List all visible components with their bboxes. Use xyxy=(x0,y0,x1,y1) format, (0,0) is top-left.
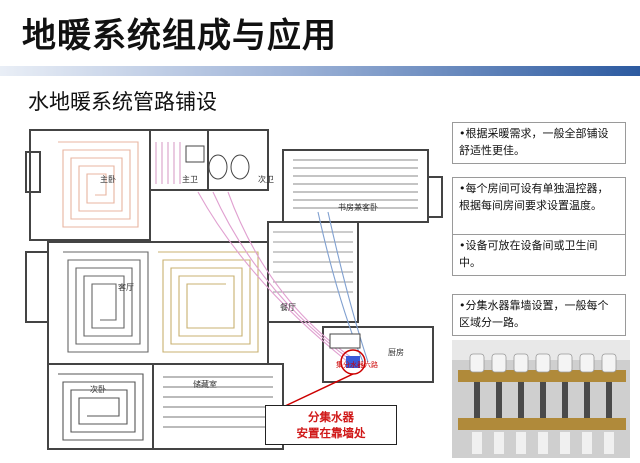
manifold-label: 集分水器六路 xyxy=(336,361,378,369)
floor-plan: 主卧 主卫 次卫 书房兼客卧 客厅 餐厅 厨房 次卧 储藏室 xyxy=(18,122,443,457)
room-label-master-bedroom: 主卧 xyxy=(100,175,116,184)
room-label-study: 书房兼客卧 xyxy=(338,203,378,212)
note-item: •设备可放在设备间或卫生间中。 xyxy=(452,234,626,276)
callout-line-2: 安置在靠墙处 xyxy=(296,426,366,440)
floor-plan-drawing xyxy=(25,129,443,450)
room-label-kitchen: 厨房 xyxy=(388,348,404,357)
title-divider-bar xyxy=(0,66,640,76)
manifold-photo-drawing xyxy=(452,340,630,458)
note-item: •每个房间可设有单独温控器，根据每间房间要求设置温度。 xyxy=(452,177,626,235)
section-subtitle: 水地暖系统管路铺设 xyxy=(28,90,217,114)
manifold-callout: 分集水器 安置在靠墙处 xyxy=(265,405,397,445)
room-label-living-room: 客厅 xyxy=(118,283,134,292)
notes-panel: •根据采暖需求，一般全部铺设舒适性更佳。 •每个房间可设有单独温控器，根据每间房… xyxy=(452,122,628,336)
room-label-storage: 储藏室 xyxy=(193,380,217,389)
manifold-photo xyxy=(452,340,630,458)
room-label-master-bath: 主卫 xyxy=(182,175,198,184)
page-title: 地暖系统组成与应用 xyxy=(22,16,337,56)
room-label-second-bedroom: 次卧 xyxy=(90,385,106,394)
callout-line-1: 分集水器 xyxy=(308,410,354,424)
room-label-dining-room: 餐厅 xyxy=(280,303,296,312)
note-item: •根据采暖需求，一般全部铺设舒适性更佳。 xyxy=(452,122,626,164)
room-label-guest-bath: 次卫 xyxy=(258,175,274,184)
note-item: •分集水器靠墙设置，一般每个区域分一路。 xyxy=(452,294,626,336)
